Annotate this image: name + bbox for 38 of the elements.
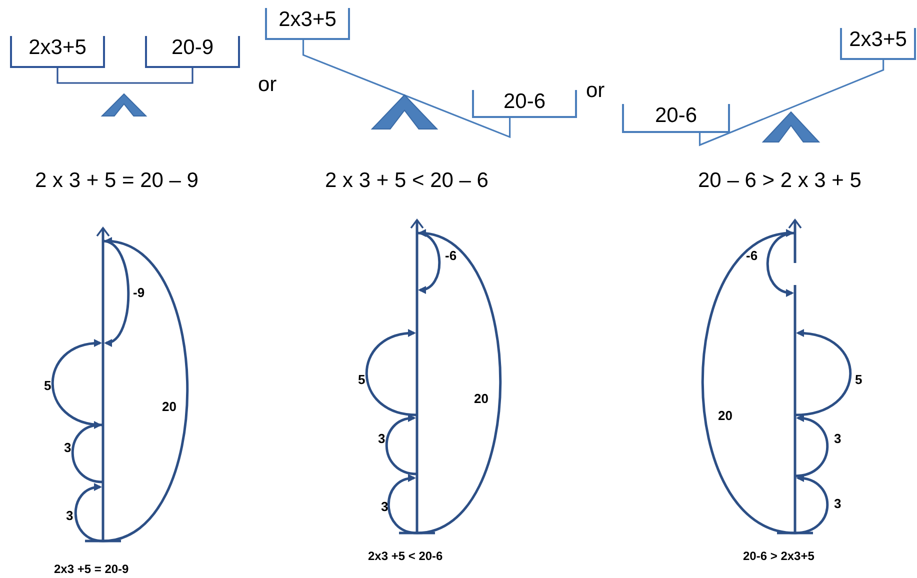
equation: 20 – 6 > 2 x 3 + 5 [698,170,862,191]
jump-label: 5 [44,379,52,392]
jump-label: 3 [66,509,74,522]
jump-label: 20 [474,392,488,405]
caption: 2x3 +5 < 20-6 [368,550,443,562]
connecting-word: or [586,80,605,101]
jump-label: 20 [162,400,176,413]
jump-label: -6 [445,249,457,262]
scale-pan [145,36,240,68]
pan-label: 20-6 [503,90,546,114]
jump-label: 5 [855,373,862,386]
scale-pan [840,28,916,60]
pan-label: 20-9 [171,36,214,60]
balance-beam [56,68,194,84]
scale-pan [10,36,105,68]
equation: 2 x 3 + 5 < 20 – 6 [325,170,488,191]
pan-label: 2x3+5 [28,36,86,60]
jump-label: 3 [381,500,388,513]
scale-pan [265,8,350,40]
balance-beam [698,60,884,146]
jump-label: 20 [718,409,732,422]
jump-label: 3 [64,441,72,454]
pan-label: 20-6 [654,104,698,128]
jump-label: 3 [834,432,842,445]
jump-label: 3 [378,432,386,445]
scale-pan [622,104,730,133]
connecting-word: or [258,74,277,95]
jump-label: -9 [133,286,145,299]
jump-label: -6 [746,249,758,262]
pan-label: 2x3+5 [849,28,907,52]
jump-label: 3 [834,497,842,510]
caption: 2x3 +5 = 20-9 [54,563,129,575]
balance-beam [302,40,511,138]
jump-label: 5 [358,373,366,386]
scale-pan [472,90,577,118]
equation: 2 x 3 + 5 = 20 – 9 [35,170,198,191]
caption: 20-6 > 2x3+5 [743,550,814,562]
pan-label: 2x3+5 [278,8,336,32]
